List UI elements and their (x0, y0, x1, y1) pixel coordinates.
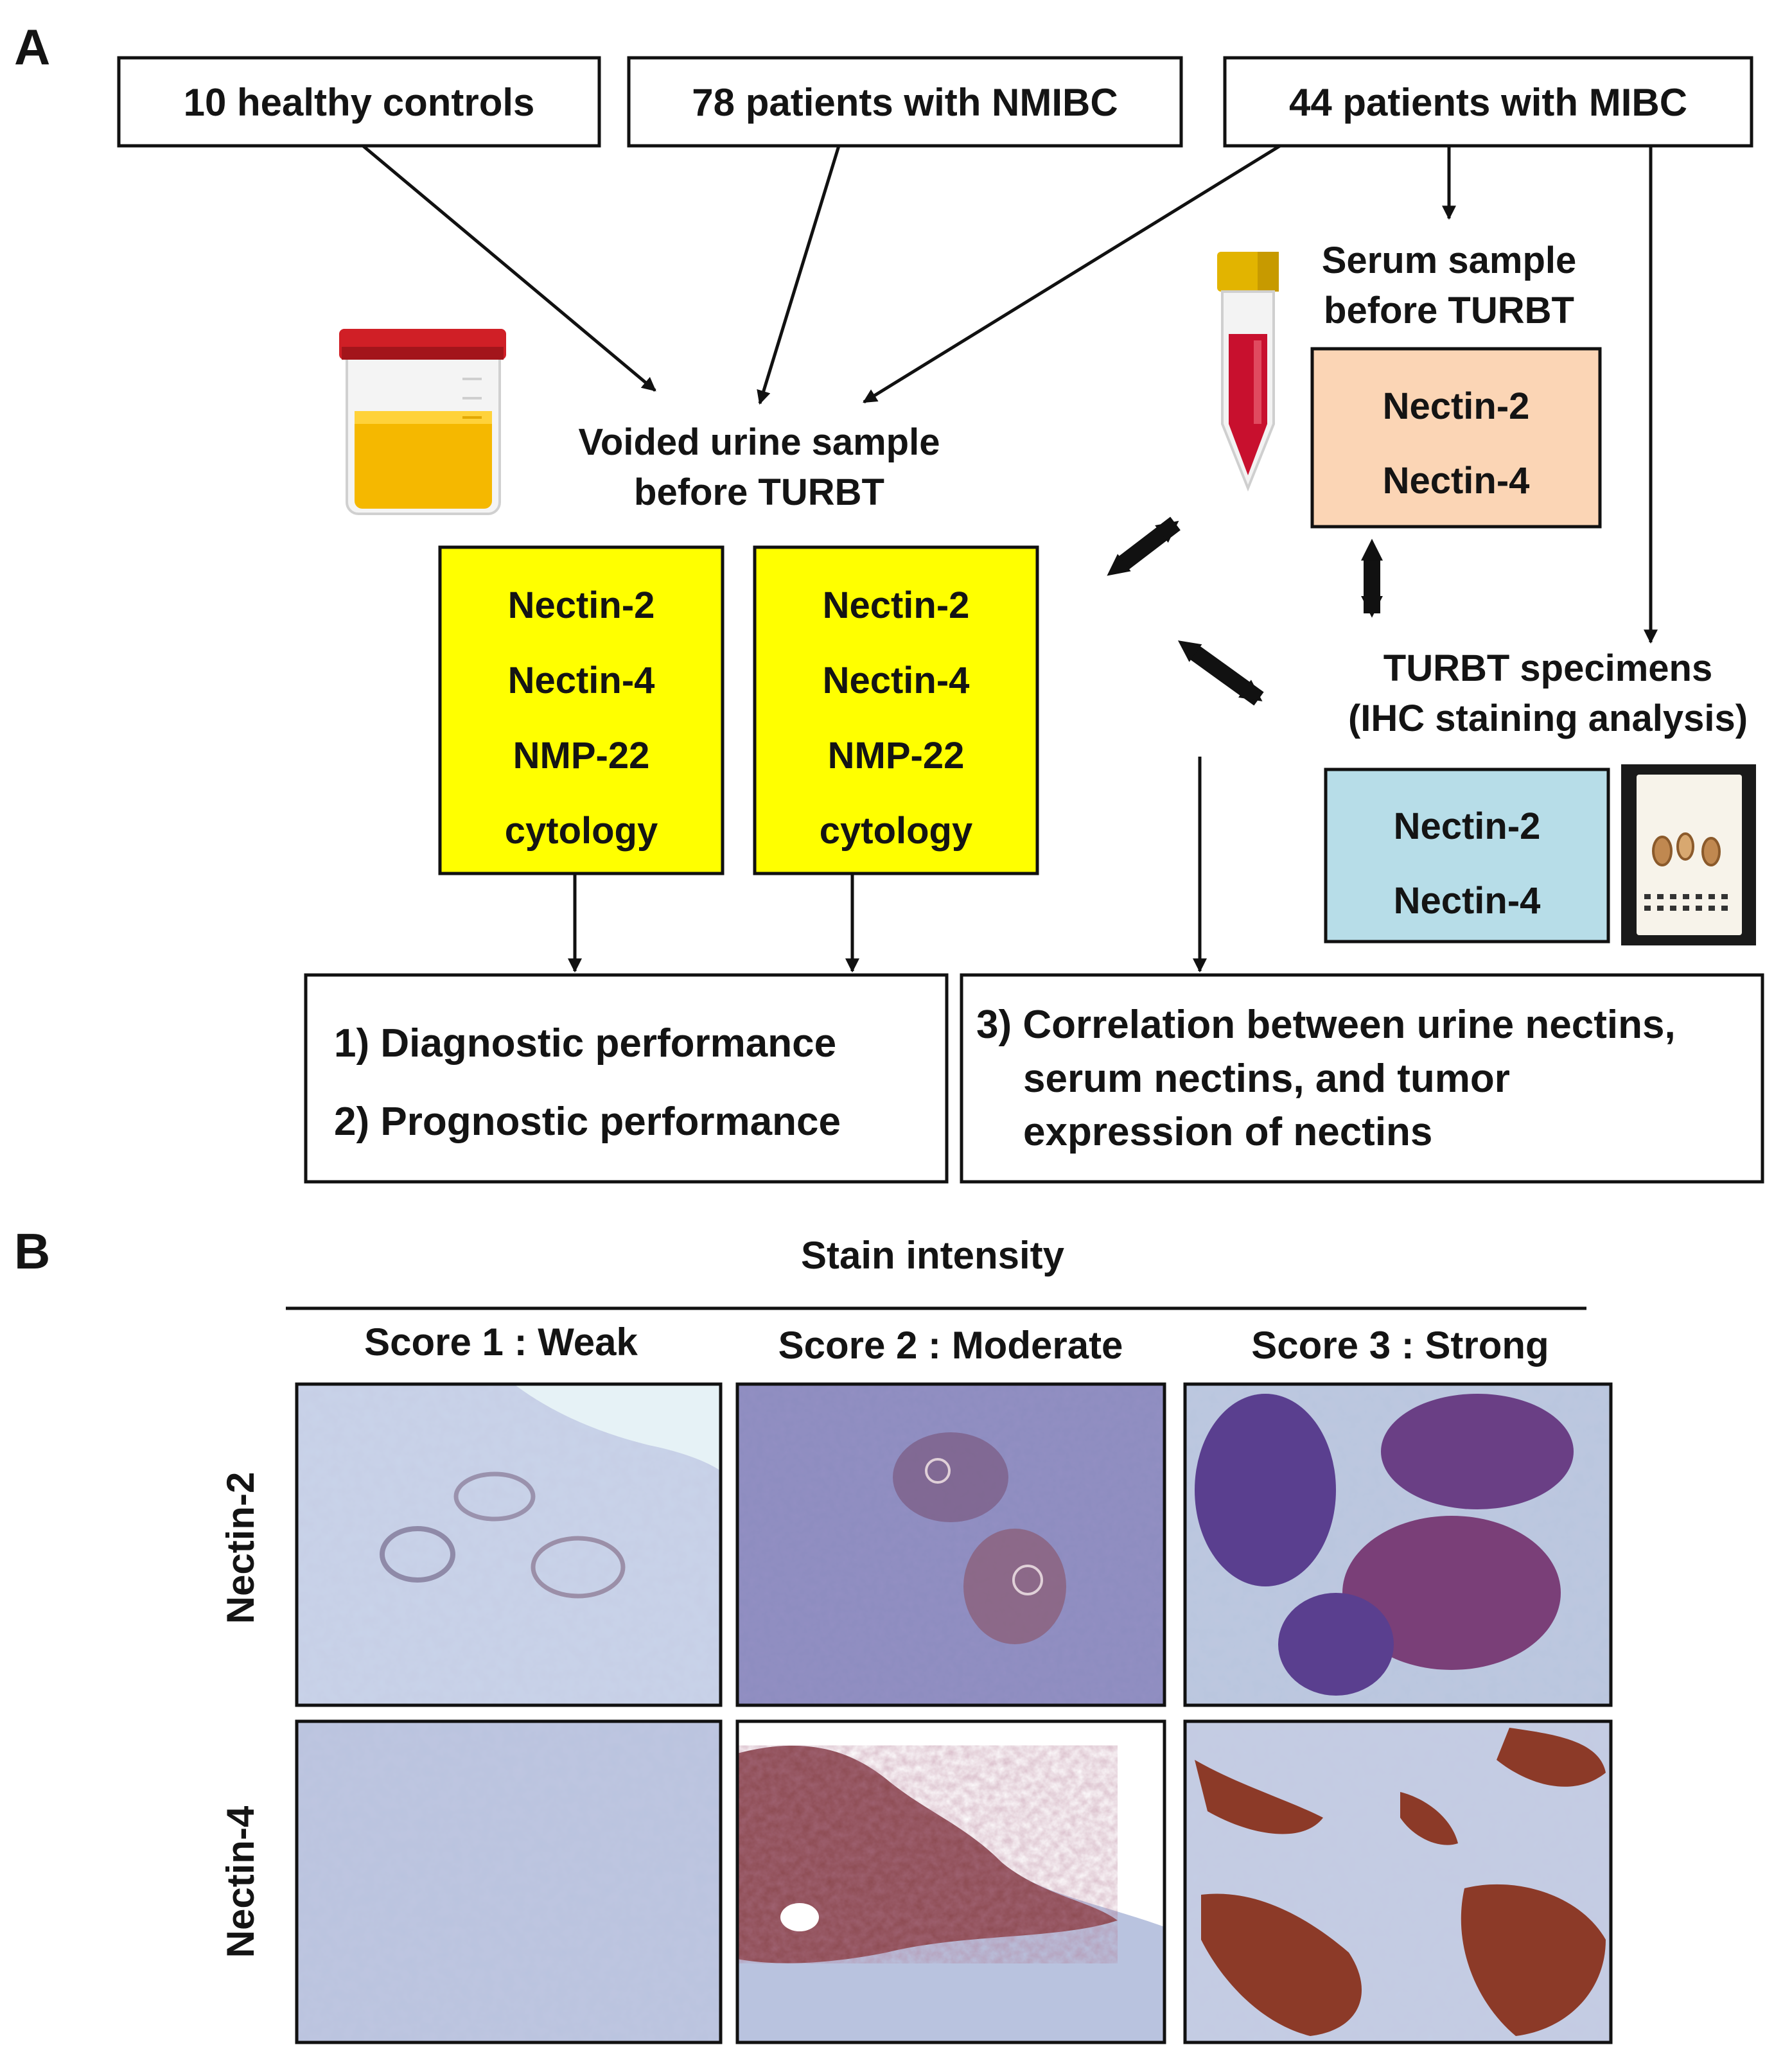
double-arrow-urine-serum (1107, 516, 1181, 576)
outcome-prognostic: 2) Prognostic performance (334, 1100, 841, 1144)
column-label-score-1: Score 1 : Weak (364, 1321, 638, 1364)
blood-tube-icon (1217, 252, 1279, 492)
urine-box1-item-4: cytology (505, 810, 658, 852)
panel-b-label: B (14, 1223, 50, 1279)
outcome-box-correlation (960, 973, 1764, 1184)
column-label-score-3: Score 3 : Strong (1251, 1324, 1549, 1367)
urine-box2-item-2: Nectin-4 (823, 660, 970, 701)
urine-marker-box-2 (753, 545, 1039, 875)
outcome-correlation-line1: 3) Correlation between urine nectins, (976, 1003, 1676, 1047)
cohort-box-nmibc (627, 56, 1183, 148)
urine-cup-icon (339, 329, 506, 515)
serum-item-1: Nectin-2 (1383, 385, 1530, 427)
cohort-healthy-label: 10 healthy controls (184, 81, 535, 124)
tissue-title-line2: (IHC staining analysis) (1348, 698, 1748, 739)
ihc-image-nectin4-score3 (1183, 1719, 1613, 2044)
ihc-image-nectin2-score3 (1183, 1382, 1613, 1707)
cohort-box-mibc (1223, 56, 1753, 148)
row-label-nectin-2: Nectin-2 (219, 1472, 262, 1624)
serum-title-line1: Serum sample (1322, 240, 1577, 281)
tissue-marker-box (1324, 768, 1610, 944)
ihc-image-nectin4-score2 (735, 1719, 1166, 2044)
urine-title-line1: Voided urine sample (579, 421, 940, 463)
outcome-correlation-line2: serum nectins, and tumor (1023, 1057, 1510, 1101)
tissue-title-line1: TURBT specimens (1383, 647, 1712, 689)
row-label-nectin-4: Nectin-4 (219, 1805, 262, 1958)
ihc-slide-image (1621, 764, 1756, 945)
outcome-correlation-line3: expression of nectins (1023, 1110, 1432, 1154)
arrow-nmibc-to-urine (757, 145, 841, 405)
urine-box2-item-4: cytology (820, 810, 973, 852)
cohort-mibc-label: 44 patients with MIBC (1289, 81, 1687, 124)
ihc-image-nectin2-score1 (295, 1382, 723, 1707)
stain-intensity-header: Stain intensity (801, 1234, 1065, 1277)
urine-box1-item-1: Nectin-2 (508, 584, 655, 626)
tissue-item-1: Nectin-2 (1394, 805, 1541, 847)
outcome-diagnostic: 1) Diagnostic performance (334, 1021, 836, 1066)
column-label-score-2: Score 2 : Moderate (778, 1324, 1123, 1367)
ihc-image-nectin2-score2 (735, 1382, 1166, 1707)
outcome-box-diagnostic-prognostic (304, 973, 949, 1184)
arrow-healthy-to-urine (362, 145, 656, 392)
double-arrow-urine-tissue (1177, 640, 1264, 706)
tissue-item-2: Nectin-4 (1394, 880, 1541, 922)
urine-title-line2: before TURBT (634, 471, 884, 513)
panel-a-label: A (14, 19, 50, 75)
cohort-nmibc-label: 78 patients with NMIBC (692, 81, 1118, 124)
serum-title-line2: before TURBT (1324, 290, 1574, 331)
urine-box2-item-3: NMP-22 (828, 735, 965, 777)
urine-box2-item-1: Nectin-2 (823, 584, 970, 626)
cohort-box-healthy (117, 56, 601, 148)
serum-marker-box (1310, 347, 1602, 529)
urine-box1-item-2: Nectin-4 (508, 660, 655, 701)
ihc-image-nectin4-score1 (295, 1719, 723, 2044)
serum-item-2: Nectin-4 (1383, 460, 1530, 502)
urine-marker-box-1 (438, 545, 725, 875)
urine-box1-item-3: NMP-22 (513, 735, 650, 777)
arrow-mibc-to-urine (863, 144, 1281, 404)
